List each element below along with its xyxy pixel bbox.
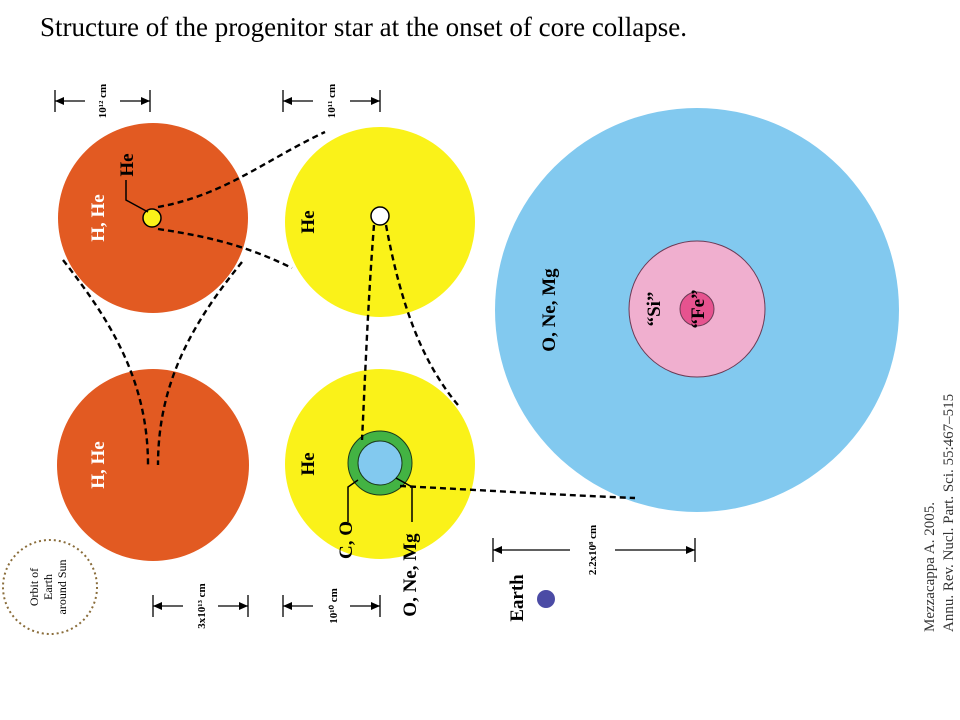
progenitor-star-diagram: H, He He H, He He He C, O O, Ne, Mg O, N… — [2, 84, 957, 635]
citation-line2: Annu. Rev. Nucl. Part. Sci. 55:467–515 — [941, 394, 957, 632]
zoom-path-4 — [156, 261, 243, 466]
helium-label-top: He — [298, 210, 319, 233]
earth-orbit-circle — [2, 539, 98, 635]
citation-line1: Mezzacappa A. 2005. — [922, 502, 938, 632]
envelope-circle-bottom — [57, 369, 249, 561]
zoom-path-3 — [62, 259, 150, 466]
dimension-label-3x10e13: 3x10¹³ cm — [196, 583, 208, 628]
zoom-path-1 — [157, 130, 326, 209]
co-pointer-line — [347, 479, 359, 522]
helium-label-bottom: He — [298, 452, 319, 475]
oxygen-neon-magnesium-label-small: O, Ne, Mg — [400, 533, 421, 617]
dimension-label-10e11: 10¹¹ cm — [326, 84, 338, 118]
onemg-pointer-line — [395, 477, 413, 522]
earth-label: Earth — [507, 574, 528, 622]
small-core-marker — [370, 206, 390, 226]
dimension-3x10e13: 3x10¹³ cm — [152, 583, 249, 629]
carbon-oxygen-label: C, O — [336, 521, 357, 559]
orbit-label-line3: around Sun — [55, 560, 69, 615]
helium-pointer-label: He — [117, 153, 138, 176]
dimension-10e11: 10¹¹ cm — [282, 84, 381, 118]
silicon-label: “Si” — [644, 292, 665, 327]
helium-core-dot — [142, 208, 162, 228]
dimension-10e10: 10¹⁰ cm — [282, 588, 381, 624]
dimension-10e12: 10¹² cm — [54, 84, 151, 118]
iron-core — [679, 291, 715, 327]
dimension-2.2x10e8: 2.2x10⁸ cm — [492, 525, 696, 575]
zoom-path-6 — [384, 224, 459, 406]
oxygen-neon-magnesium-small-core — [357, 440, 403, 486]
oxygen-neon-magnesium-label-large: O, Ne, Mg — [539, 268, 560, 352]
zoom-path-5 — [360, 224, 376, 441]
envelope-label-bottom: H, He — [88, 441, 109, 489]
earth-dot — [537, 590, 555, 608]
orbit-label-line2: Earth — [41, 574, 55, 600]
orbit-label-line1: Orbit of — [27, 568, 41, 606]
slide-title: Structure of the progenitor star at the … — [40, 12, 688, 42]
envelope-label-top: H, He — [88, 194, 109, 242]
dimension-label-10e12: 10¹² cm — [97, 84, 109, 118]
he-pointer-line — [125, 180, 149, 213]
dimension-label-10e10: 10¹⁰ cm — [328, 588, 340, 624]
iron-label: “Fe” — [688, 289, 709, 328]
dimension-label-2.2x10e8: 2.2x10⁸ cm — [587, 525, 599, 575]
